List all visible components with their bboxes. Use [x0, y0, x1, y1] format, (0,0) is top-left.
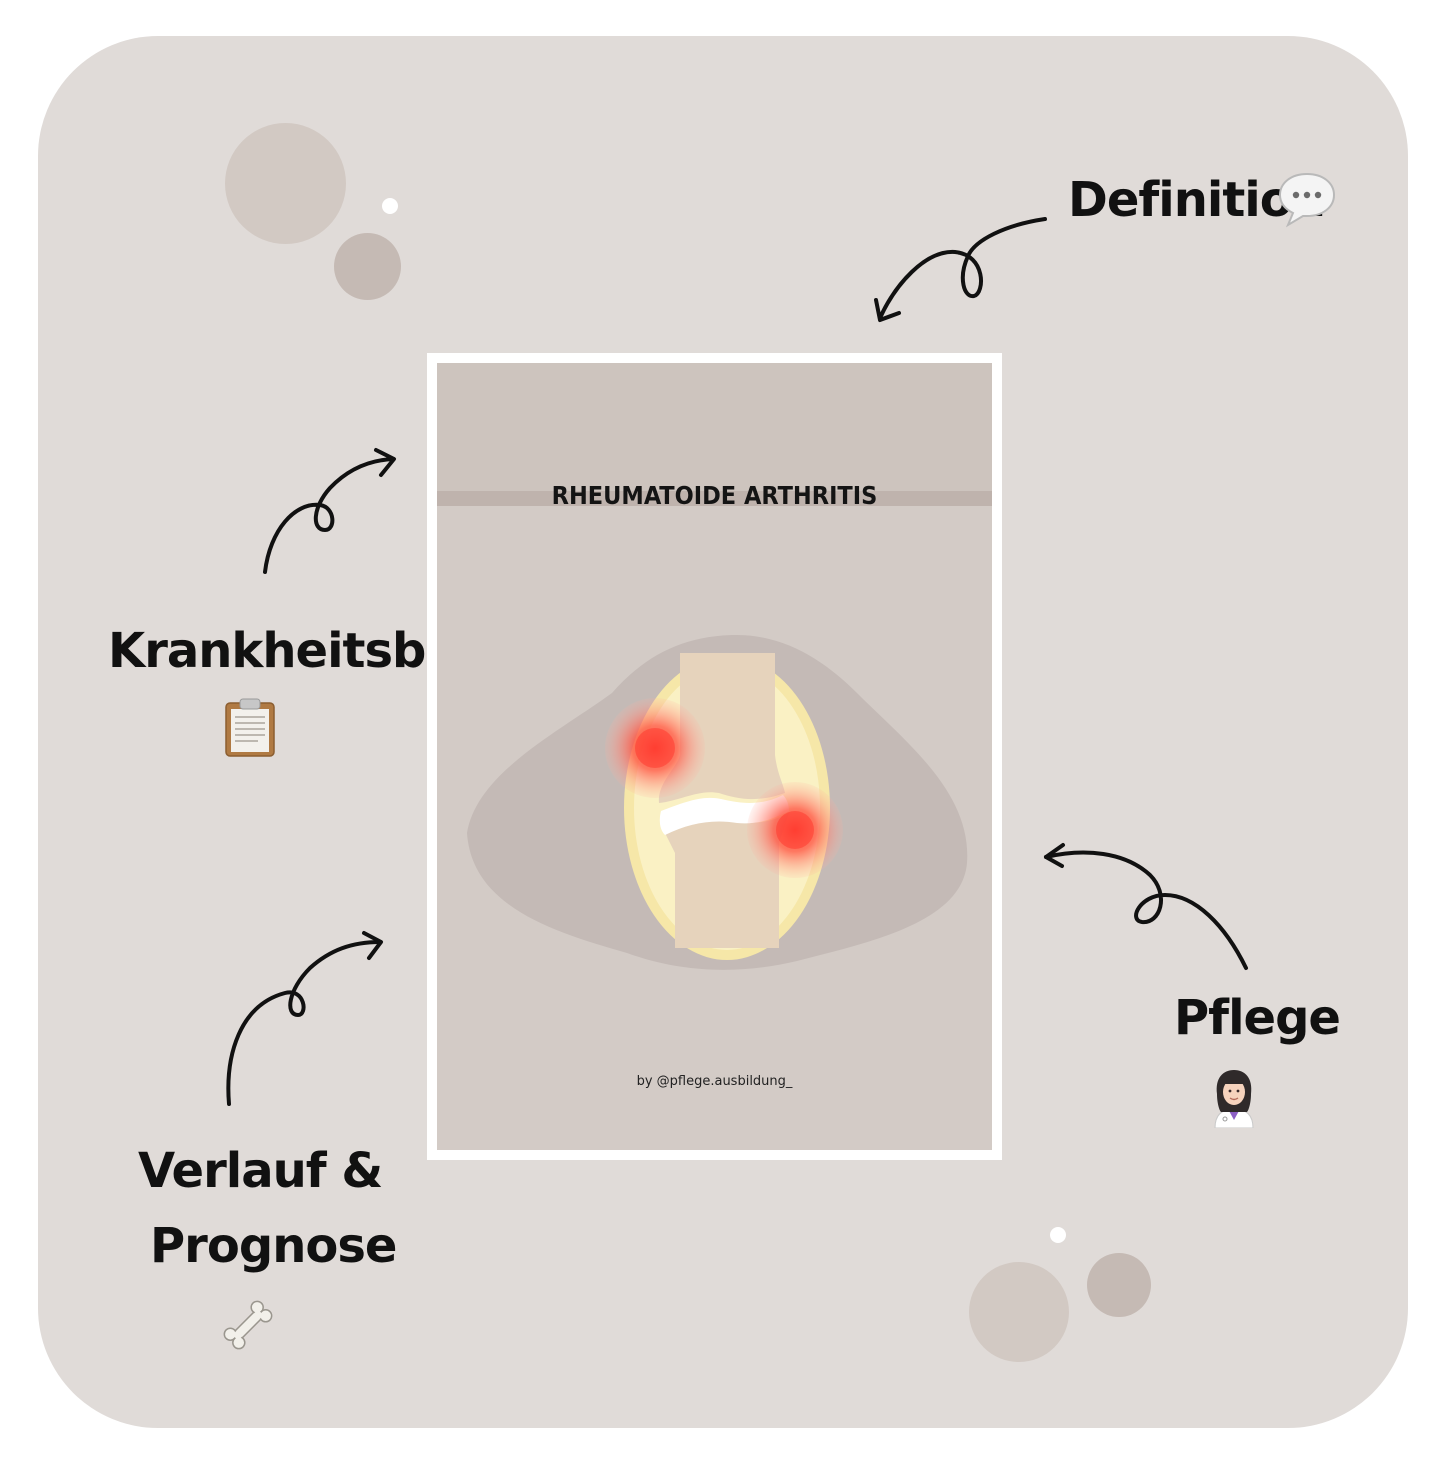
decor-dot: [382, 198, 398, 214]
poster-header-area: [437, 363, 992, 491]
bone-icon: [223, 1300, 273, 1350]
poster-title-band: [437, 491, 992, 506]
poster-title: RHEUMATOIDE ARTHRITIS: [551, 481, 878, 510]
arrow-definition: [878, 217, 1047, 320]
label-verlauf-line2: Prognose: [150, 1218, 397, 1274]
decor-dot: [1050, 1227, 1066, 1243]
poster-credit: by @pflege.ausbildung_: [636, 1074, 793, 1089]
joint-illustration: [467, 635, 968, 970]
arrowhead-krankheitsbild: [374, 448, 396, 477]
clipboard-icon: [225, 698, 275, 757]
speech-bubble-icon: [1278, 172, 1336, 228]
decor-circle-large: [969, 1262, 1069, 1362]
label-verlauf-line1: Verlauf &: [138, 1143, 383, 1199]
arrowhead-verlauf: [362, 931, 383, 960]
decor-circle-medium: [334, 233, 401, 300]
decor-circle-medium: [1087, 1253, 1151, 1317]
arrowhead-definition: [874, 298, 901, 322]
arrow-pflege: [1044, 850, 1248, 970]
arrow-krankheitsbild: [263, 457, 395, 574]
arrowhead-pflege: [1044, 843, 1065, 868]
health-worker-icon: [1214, 1070, 1254, 1128]
arrow-verlauf: [226, 940, 382, 1106]
poster-frame: RHEUMATOIDE ARTHRITIS by @pflege.ausbild…: [427, 353, 1002, 1160]
label-pflege: Pflege: [1174, 990, 1341, 1046]
decor-circle-large: [225, 123, 346, 244]
label-krankheitsbild: Krankheitsbild: [108, 623, 491, 679]
poster: RHEUMATOIDE ARTHRITIS by @pflege.ausbild…: [437, 363, 992, 1150]
